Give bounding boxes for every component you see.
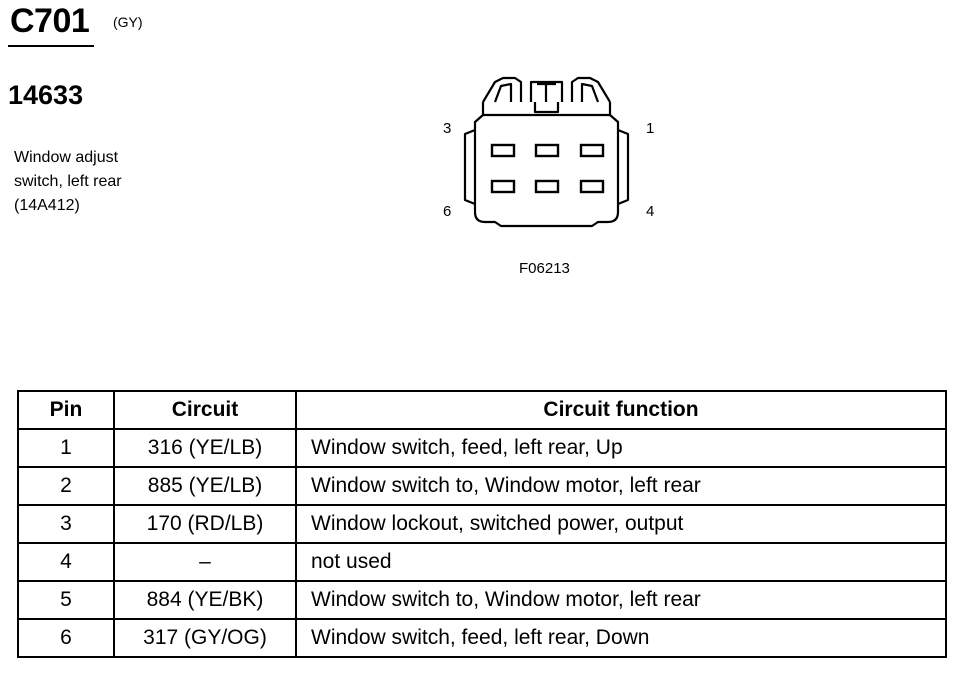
table-row: 5 884 (YE/BK) Window switch to, Window m… [17,580,947,620]
description-line-2: switch, left rear [14,173,122,190]
connector-id: C701 [10,2,90,40]
connector-body [473,102,620,228]
cell-circuit: 170 (RD/LB) [113,504,297,544]
table-header-row: Pin Circuit Circuit function [17,390,947,430]
cell-pin: 4 [17,542,115,582]
cell-pin: 5 [17,580,115,620]
pin-cavity-2 [534,143,560,158]
description-line-1: Window adjust [14,149,119,166]
pin-label-4: 4 [646,203,655,220]
table-row: 1 316 (YE/LB) Window switch, feed, left … [17,428,947,468]
figure-code: F06213 [519,260,570,277]
cell-circuit: – [113,542,297,582]
connector-color: (GY) [113,14,143,30]
connector-center-latch [529,80,564,102]
pin-cavity-4 [579,179,605,194]
cell-circuit: 316 (YE/LB) [113,428,297,468]
cell-function: Window lockout, switched power, output [295,504,947,544]
cell-pin: 2 [17,466,115,506]
cell-function: Window switch, feed, left rear, Down [295,618,947,658]
cell-pin: 1 [17,428,115,468]
cell-circuit: 884 (YE/BK) [113,580,297,620]
connector-right-ear [617,128,630,206]
cell-function: Window switch to, Window motor, left rea… [295,466,947,506]
pin-table: Pin Circuit Circuit function 1 316 (YE/L… [17,390,947,658]
pin-cavity-3 [490,143,516,158]
pin-cavity-5 [534,179,560,194]
pin-cavity-6 [490,179,516,194]
cell-circuit: 885 (YE/LB) [113,466,297,506]
cell-circuit: 317 (GY/OG) [113,618,297,658]
cell-function: Window switch, feed, left rear, Up [295,428,947,468]
pin-label-6: 6 [443,203,452,220]
connector-id-underline [8,45,94,47]
connector-right-latch [570,76,611,103]
table-row: 2 885 (YE/LB) Window switch to, Window m… [17,466,947,506]
pin-label-1: 1 [646,120,655,137]
header-circuit-function: Circuit function [295,390,947,430]
cell-function: Window switch to, Window motor, left rea… [295,580,947,620]
part-number: 14633 [8,80,84,110]
table-row: 3 170 (RD/LB) Window lockout, switched p… [17,504,947,544]
cell-pin: 3 [17,504,115,544]
pin-label-3: 3 [443,120,452,137]
connector-face-diagram [463,76,630,228]
cell-pin: 6 [17,618,115,658]
table-row: 4 – not used [17,542,947,582]
table-row: 6 317 (GY/OG) Window switch, feed, left … [17,618,947,658]
pin-cavity-1 [579,143,605,158]
connector-left-ear [463,128,476,206]
description-line-3: (14A412) [14,197,80,214]
connector-left-latch [482,76,523,103]
header-pin: Pin [17,390,115,430]
cell-function: not used [295,542,947,582]
header-circuit: Circuit [113,390,297,430]
